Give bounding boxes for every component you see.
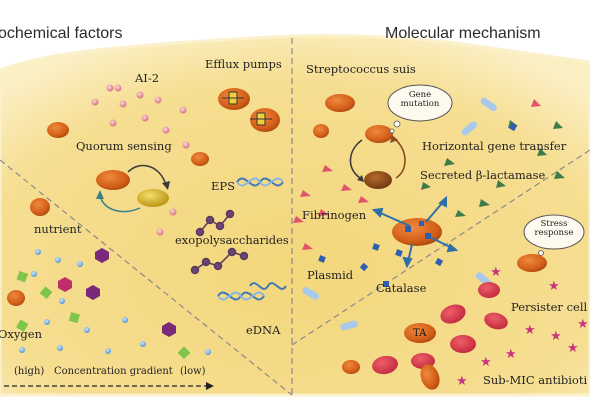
label-submic: Sub-MIC antibioti bbox=[483, 373, 588, 387]
svg-text:★: ★ bbox=[490, 265, 502, 280]
bacterium-qs-yellow bbox=[137, 189, 169, 207]
label-gene-mutation-line2: mutation bbox=[400, 98, 440, 109]
nutrient-particles bbox=[16, 248, 191, 360]
blue-squares bbox=[318, 122, 518, 287]
stress-response-bubble bbox=[523, 214, 585, 250]
label-stress-line2: response bbox=[534, 227, 574, 238]
efflux-pump-icons bbox=[222, 91, 272, 126]
header-left: ochemical factors bbox=[0, 25, 123, 42]
hgt-arrow-left bbox=[349, 139, 363, 179]
label-strep: Streptococcus suis bbox=[306, 62, 416, 76]
label-catalase: Catalase bbox=[376, 281, 427, 295]
label-gradient-low: (low) bbox=[180, 366, 206, 377]
label-stress-line1: Stress bbox=[540, 219, 568, 229]
label-quorum: Quorum sensing bbox=[76, 139, 172, 153]
strep-bacterium-1 bbox=[325, 94, 355, 112]
strep-bacterium-2 bbox=[313, 124, 329, 138]
label-oxygen: Oxygen bbox=[0, 327, 42, 341]
bacterium-bottomleft bbox=[7, 290, 25, 306]
oxygen-molecules bbox=[19, 249, 211, 355]
qs-arrow-top bbox=[127, 164, 167, 186]
persister-cells bbox=[372, 282, 508, 375]
svg-text:★: ★ bbox=[480, 355, 492, 370]
ai2-molecules bbox=[91, 84, 190, 236]
label-gradient: Concentration gradient bbox=[54, 366, 173, 377]
biofilm-mound bbox=[0, 34, 590, 397]
label-efflux: Efflux pumps bbox=[205, 57, 282, 71]
svg-text:★: ★ bbox=[548, 279, 560, 294]
strep-bacterium-3 bbox=[365, 125, 393, 143]
strep-bacterium-brown bbox=[364, 171, 392, 189]
edna-helix bbox=[217, 282, 287, 301]
bacterium-stress bbox=[517, 254, 547, 272]
qs-arrow-bottom bbox=[99, 195, 141, 213]
divider-left-diagonal bbox=[0, 159, 293, 396]
label-persister: Persister cell bbox=[511, 300, 588, 314]
header-right: Molecular mechanism bbox=[385, 25, 541, 42]
hgt-arrow-right bbox=[395, 139, 406, 179]
svg-text:★: ★ bbox=[524, 323, 536, 338]
gene-mutation-bubble bbox=[387, 84, 453, 122]
svg-text:★: ★ bbox=[577, 317, 589, 332]
bacterium-topleft bbox=[47, 122, 69, 138]
ta-cell bbox=[404, 323, 436, 343]
eps-helix-1 bbox=[236, 177, 284, 187]
bacterium-qs bbox=[96, 170, 130, 190]
label-hgt: Horizontal gene transfer bbox=[422, 139, 567, 153]
label-plasmid: Plasmid bbox=[307, 268, 354, 282]
label-gene-mutation: Gene mutation bbox=[396, 91, 444, 109]
label-ai2: AI-2 bbox=[135, 71, 160, 85]
label-gene-mutation-line1: Gene bbox=[408, 90, 432, 100]
label-exopoly: exopolysaccharides bbox=[175, 233, 289, 247]
label-gradient-high: (high) bbox=[14, 366, 45, 377]
exopolysaccharide-chains bbox=[190, 209, 249, 275]
svg-text:★: ★ bbox=[456, 374, 468, 389]
label-nutrient: nutrient bbox=[34, 222, 82, 236]
label-secreted: Secreted β-lactamase bbox=[420, 168, 546, 182]
bacterium-bottom-2 bbox=[420, 364, 440, 390]
bacterium-eps bbox=[191, 152, 209, 166]
svg-text:★: ★ bbox=[550, 329, 562, 344]
svg-text:★: ★ bbox=[567, 341, 579, 356]
beta-lactamase-triangles bbox=[293, 99, 565, 250]
label-ta: TA bbox=[413, 328, 427, 339]
svg-text:★: ★ bbox=[505, 347, 517, 362]
bacterium-bottom-1 bbox=[342, 360, 360, 374]
antibiotic-stars: ★ ★ ★ ★ ★ ★ ★ ★ ★ bbox=[456, 265, 589, 389]
label-fibrinogen: Fibrinogen bbox=[302, 208, 367, 222]
label-eps: EPS bbox=[211, 179, 236, 193]
catalase-arrows bbox=[371, 195, 459, 269]
label-edna: eDNA bbox=[246, 323, 281, 337]
bacterium-nutrient bbox=[30, 198, 50, 216]
label-stress-response: Stress response bbox=[528, 220, 580, 238]
